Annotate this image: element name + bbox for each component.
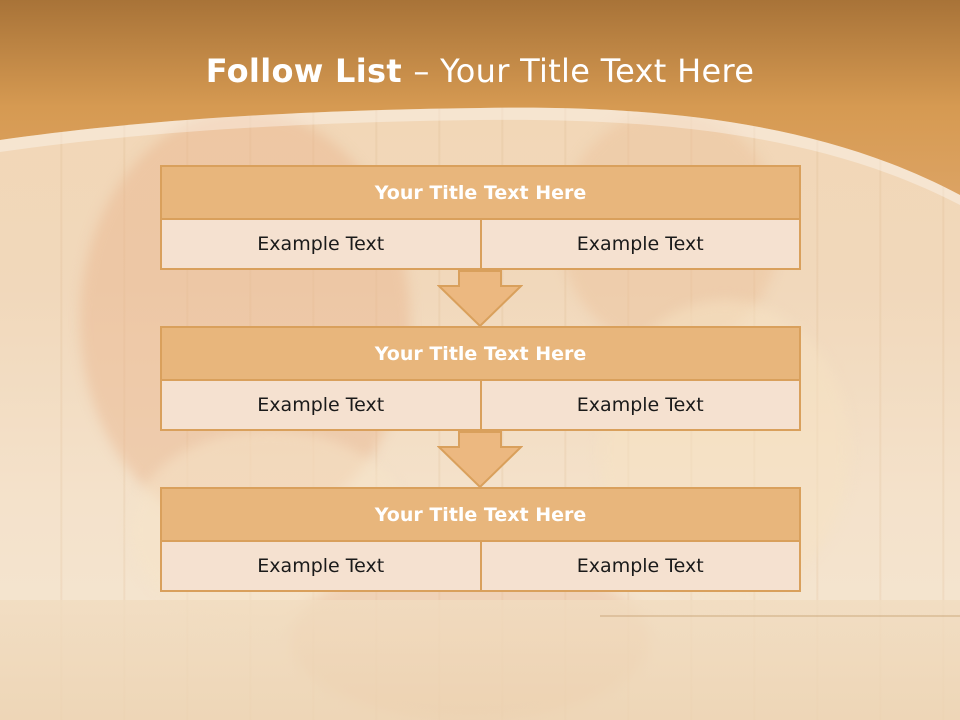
step-title: Your Title Text Here: [160, 326, 801, 381]
step-cell-left: Example Text: [257, 555, 385, 577]
step-row: Example Text Example Text: [160, 220, 801, 270]
step-cell-left: Example Text: [257, 394, 385, 416]
step-cell-right: Example Text: [479, 542, 800, 590]
step-cell-right: Example Text: [479, 381, 800, 429]
step-block-3: Your Title Text Here Example Text Exampl…: [160, 487, 801, 592]
step-cell-right: Example Text: [479, 220, 800, 268]
down-arrow-icon: [437, 270, 523, 328]
slide-title-rest: – Your Title Text Here: [413, 52, 755, 90]
step-block-1: Your Title Text Here Example Text Exampl…: [160, 165, 801, 270]
step-title: Your Title Text Here: [160, 165, 801, 220]
background-bench: [0, 600, 960, 720]
step-cell-left: Example Text: [257, 233, 385, 255]
step-row: Example Text Example Text: [160, 381, 801, 431]
header-band: [0, 0, 960, 205]
step-title: Your Title Text Here: [160, 487, 801, 542]
slide-title-bold: Follow List: [205, 52, 414, 90]
slide-title: Follow List – Your Title Text Here: [0, 52, 960, 90]
down-arrow-icon: [437, 431, 523, 489]
step-row: Example Text Example Text: [160, 542, 801, 592]
step-block-2: Your Title Text Here Example Text Exampl…: [160, 326, 801, 431]
background-bench-line: [600, 615, 960, 617]
